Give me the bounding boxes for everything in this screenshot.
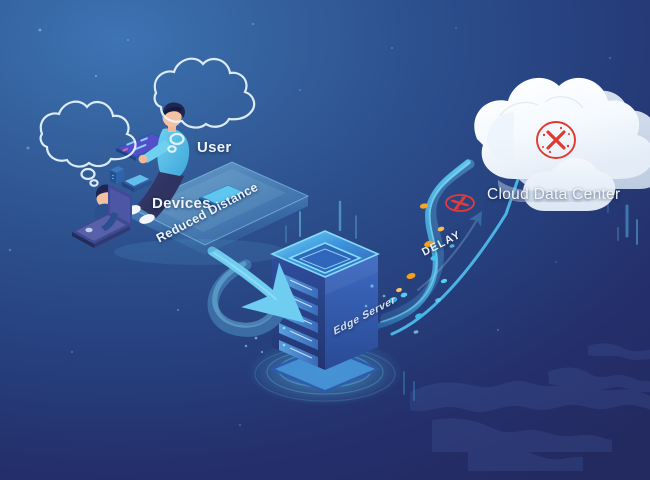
person-with-tablet <box>125 102 190 224</box>
tablet-icon <box>122 174 152 192</box>
mini-server-icon <box>110 166 124 184</box>
holographic-screen <box>116 133 172 161</box>
smartphone-icon <box>199 185 246 210</box>
thought-bubble-icon <box>39 100 137 187</box>
red-x-circle-icon <box>536 121 576 159</box>
label-devices: Devices <box>152 195 211 212</box>
label-user: User <box>197 139 232 156</box>
person-with-laptop <box>72 184 132 248</box>
red-x-circle-icon <box>445 194 475 212</box>
cpu-chip-icon <box>287 242 363 274</box>
label-cloud-data-center: Cloud Data Center <box>487 186 621 203</box>
thought-bubble-icon <box>153 57 256 153</box>
